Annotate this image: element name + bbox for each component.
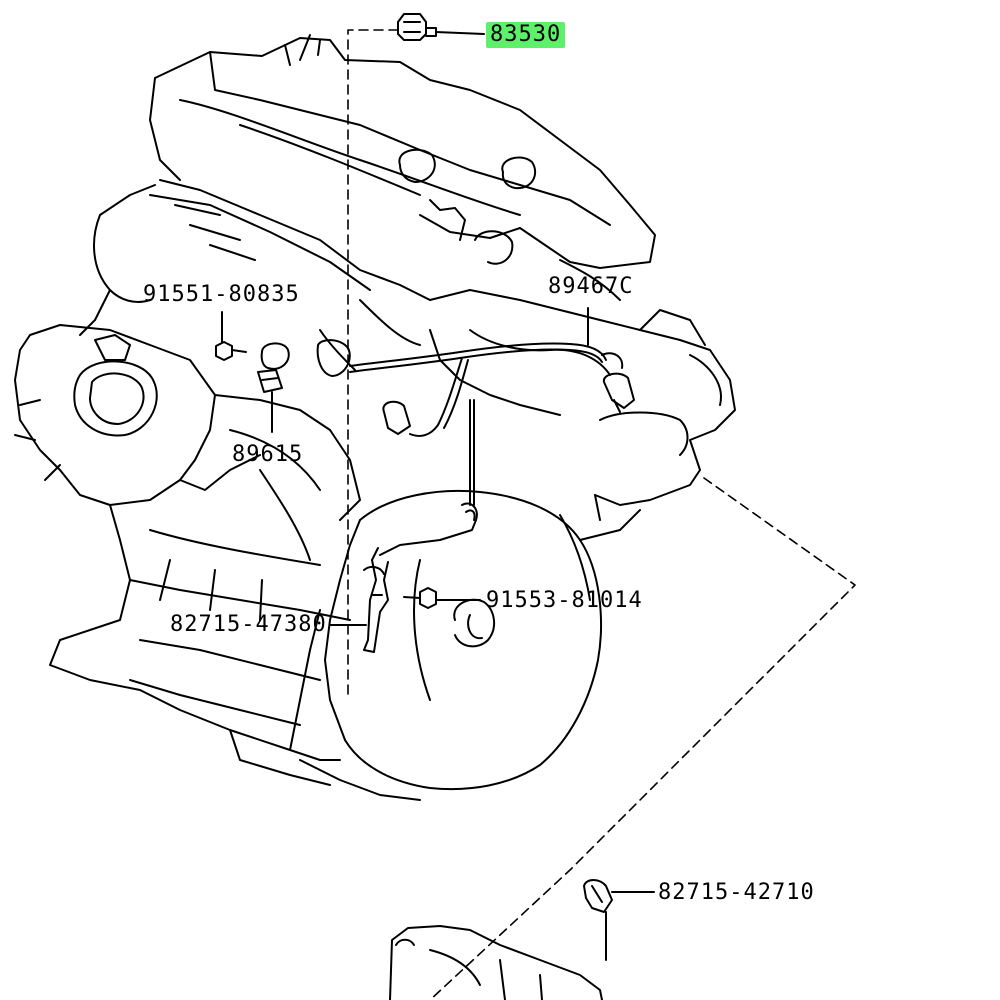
bolt-91551-80835 <box>215 311 247 361</box>
part-label-82715-42710[interactable]: 82715-42710 <box>658 880 815 905</box>
knock-sensor-89615 <box>257 342 290 433</box>
lower-housing-fragment <box>389 925 603 1000</box>
reference-dashed-lines <box>347 29 856 1000</box>
part-label-91551-80835[interactable]: 91551-80835 <box>143 282 300 307</box>
oxygen-sensor-89467c <box>316 307 635 506</box>
part-label-83530[interactable]: 83530 <box>486 22 566 48</box>
clamp-82715-42710 <box>583 879 655 961</box>
part-label-91553-81014[interactable]: 91553-81014 <box>486 588 643 613</box>
oil-pressure-switch-83530 <box>397 13 485 41</box>
part-label-82715-47380[interactable]: 82715-47380 <box>170 612 327 637</box>
part-label-89467c[interactable]: 89467C <box>548 274 634 299</box>
wire-harness-clamp-route <box>363 502 478 653</box>
bolt-91553-81014 <box>403 587 481 609</box>
part-label-89615[interactable]: 89615 <box>232 442 304 467</box>
engine-block-outline <box>14 34 736 801</box>
